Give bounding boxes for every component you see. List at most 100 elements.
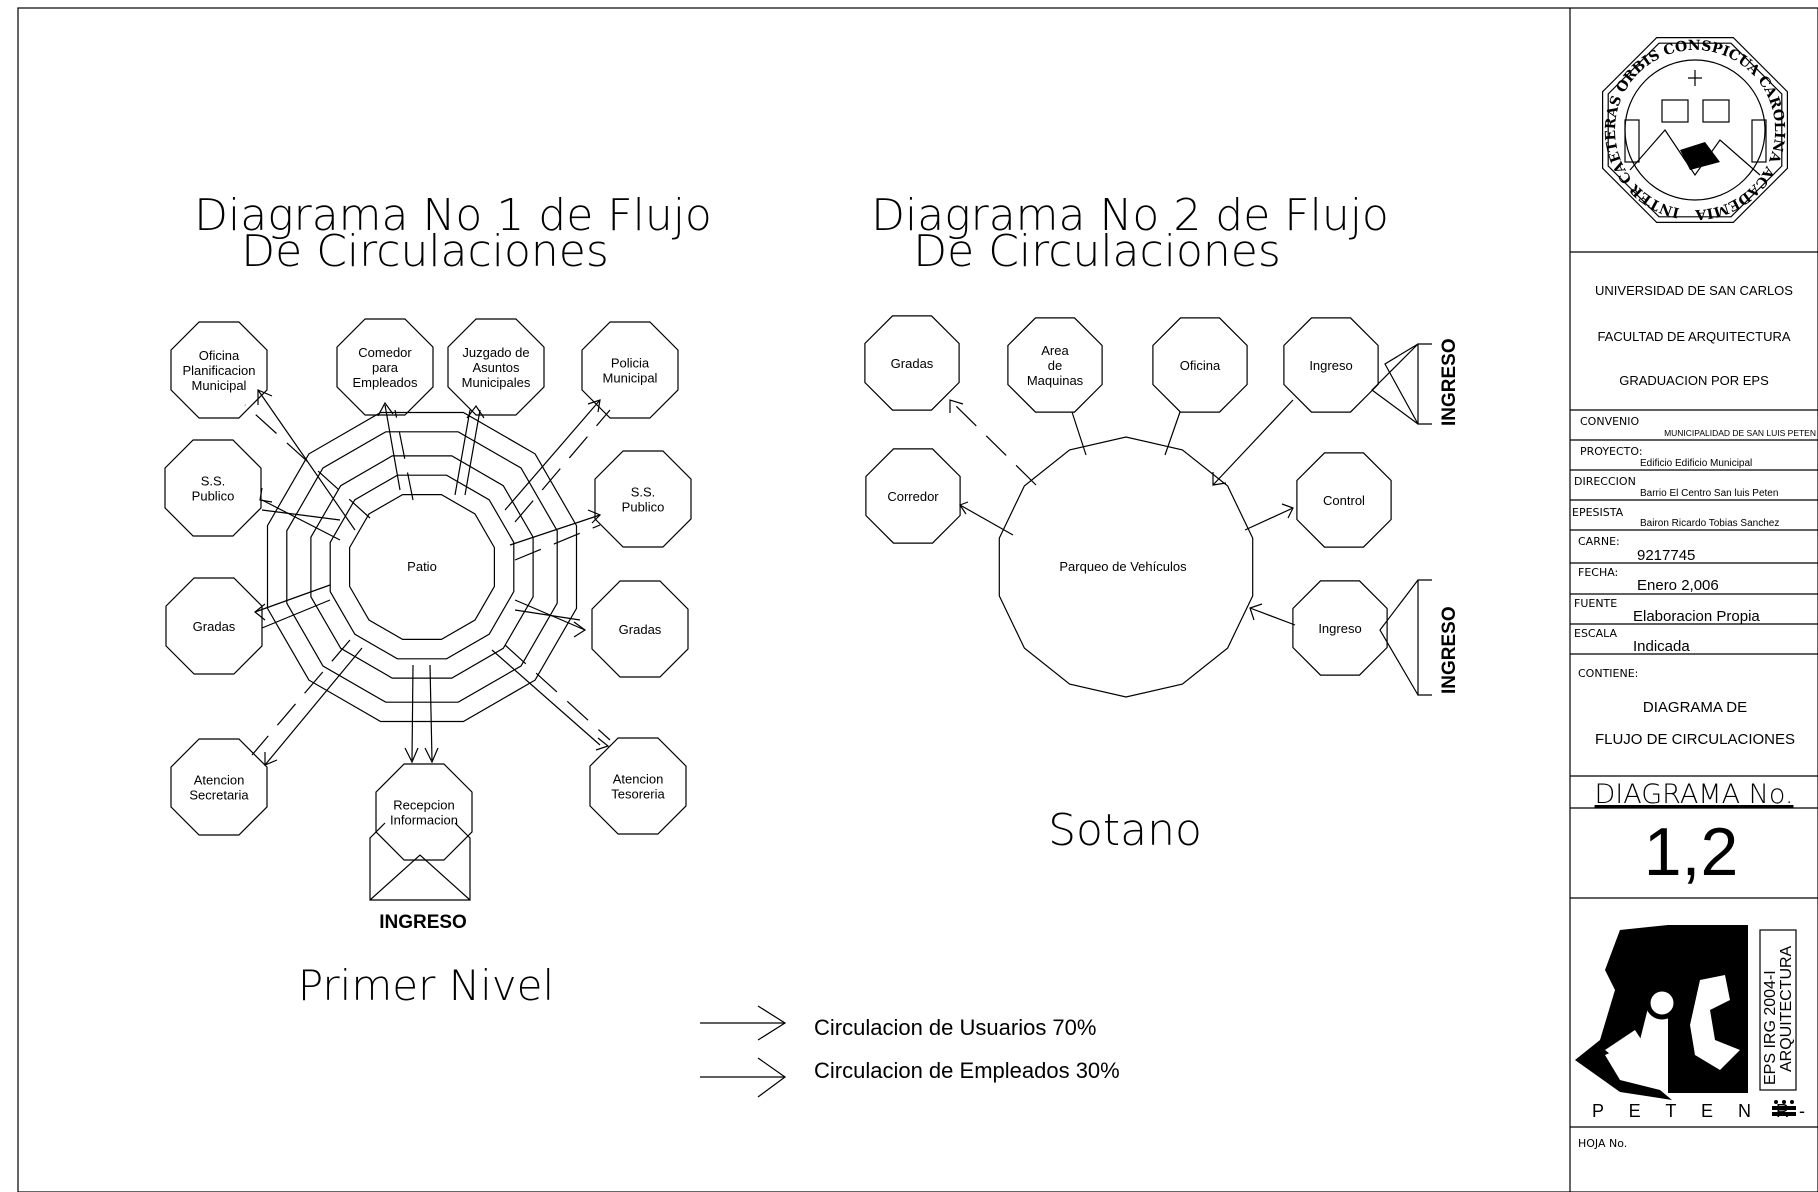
- level-label-1: Primer Nivel: [298, 961, 554, 1010]
- escala-label: ESCALA: [1574, 627, 1618, 640]
- arrowhead: [466, 404, 485, 419]
- flow-line: [504, 399, 601, 511]
- node-label: Atencion: [613, 772, 664, 787]
- epesista-label: EPESISTA: [1572, 506, 1624, 519]
- node-label: Gradas: [619, 622, 662, 637]
- node-ingreso-top: Ingreso: [1283, 317, 1379, 413]
- title-block: INTER CAETERAS ORBIS CONSPICUA CAROLINA …: [0, 0, 1818, 1150]
- node-shape: [336, 318, 434, 416]
- node-ss-left: S.S.Publico: [164, 439, 262, 537]
- entry-label-2-bottom: INGRESO: [1439, 606, 1460, 694]
- legend-users-label: Circulacion de Usuarios 70%: [814, 1015, 1096, 1040]
- node-label: Publico: [622, 500, 665, 515]
- fuente-value: Elaboracion Propia: [1633, 608, 1760, 625]
- arrowhead: [404, 747, 419, 764]
- node-label: Maquinas: [1027, 373, 1084, 388]
- node-shape: [170, 738, 268, 836]
- node-shape: [865, 448, 961, 544]
- node-label: Publico: [192, 489, 235, 504]
- flow-line: [244, 404, 371, 519]
- arrowhead: [1281, 503, 1294, 519]
- direccion-label: DIRECCION: [1574, 475, 1636, 488]
- patio-ring: [266, 411, 578, 723]
- seal-text: INTER CAETERAS ORBIS CONSPICUA CAROLINA …: [0, 0, 1787, 222]
- flow-line: [514, 409, 611, 523]
- flow-line: [261, 499, 341, 541]
- sheet-border: [17, 7, 1818, 1192]
- flow-line: [959, 504, 1014, 536]
- diagram-2-title-line-2: De Circulaciones: [913, 226, 1281, 277]
- flow-line: [429, 664, 433, 761]
- fuente-label: FUENTE: [1574, 597, 1617, 610]
- node-shape: [1292, 580, 1388, 676]
- fecha-value: Enero 2,006: [1637, 577, 1719, 594]
- diagrama-number: 1,2: [1644, 814, 1739, 890]
- node-label: Municipal: [603, 371, 658, 386]
- node-label: Ingreso: [1318, 621, 1361, 636]
- diagram-2: Diagrama No 2 de Flujo De Circulaciones …: [864, 190, 1460, 856]
- arrowhead: [377, 401, 394, 417]
- node-corredor: Corredor: [865, 448, 961, 544]
- flow-line: [454, 409, 471, 496]
- entry-arrow-2-top: [1371, 343, 1432, 425]
- flow-line: [1244, 507, 1294, 531]
- node-ingreso-bottom: Ingreso: [1292, 580, 1388, 676]
- university-name: UNIVERSIDAD DE SAN CARLOS: [1595, 283, 1793, 298]
- node-gradas: Gradas: [864, 315, 960, 411]
- node-label: Oficina: [1180, 358, 1221, 373]
- faculty-name: FACULTAD DE ARQUITECTURA: [1597, 329, 1790, 344]
- flow-line: [949, 399, 1037, 486]
- node-shape: [594, 450, 692, 548]
- flow-line: [491, 649, 601, 746]
- flow-line: [261, 599, 331, 629]
- node-shape: [1296, 452, 1392, 548]
- flow-line: [254, 584, 331, 613]
- arrowhead: [587, 399, 601, 413]
- flow-line: [264, 647, 363, 766]
- node-shape: [165, 577, 263, 675]
- program-name: GRADUACION POR EPS: [1619, 373, 1769, 388]
- hoja-label: HOJA No.: [1578, 1137, 1627, 1150]
- patio-label: Patio: [407, 559, 437, 574]
- escala-value: Indicada: [1633, 638, 1690, 655]
- diagram-1-title-line-2: De Circulaciones: [241, 226, 609, 277]
- flow-line: [251, 639, 351, 756]
- node-shape: [164, 439, 262, 537]
- node-control: Control: [1296, 452, 1392, 548]
- node-label: Area: [1041, 343, 1069, 358]
- proyecto-value: Edificio Edificio Municipal: [1640, 458, 1752, 469]
- node-shape: [864, 315, 960, 411]
- flow-line: [464, 409, 481, 496]
- logo-vertical-text-2: ARQUITECTURA: [1778, 945, 1795, 1072]
- node-label: Juzgado de: [462, 345, 529, 360]
- flow-line: [509, 514, 601, 546]
- carne-label: CARNE:: [1578, 535, 1620, 548]
- diagrama-label: DIAGRAMA No.: [1595, 779, 1794, 810]
- patio-ring: [349, 494, 495, 641]
- logo-caption: P E T E N R-: [1592, 1101, 1815, 1121]
- node-shape: [591, 580, 689, 678]
- node-label: de: [1048, 358, 1062, 373]
- entry-arrow-2-bottom: [1379, 579, 1432, 696]
- legend-arrow-users: [757, 1005, 787, 1041]
- arrowhead: [1212, 472, 1227, 486]
- arrowhead: [424, 747, 439, 764]
- arrowhead: [1249, 603, 1263, 621]
- eps-logo: EPS IRG 2004-I ARQUITECTURA P E T E N R-: [1575, 925, 1815, 1121]
- fecha-label: FECHA:: [1578, 566, 1618, 579]
- entry-label-1: INGRESO: [379, 912, 467, 933]
- legend-employees-label: Circulacion de Empleados 30%: [814, 1058, 1120, 1083]
- node-label: Control: [1323, 493, 1365, 508]
- logo-vertical-text-1: EPS IRG 2004-I: [1762, 970, 1779, 1085]
- flow-line: [411, 664, 414, 761]
- node-label: Planificacion: [183, 363, 256, 378]
- arrowhead: [257, 389, 273, 405]
- flow-line: [1249, 607, 1296, 626]
- diagram-2-title-line-1: Diagrama No 2 de Flujo: [871, 190, 1389, 241]
